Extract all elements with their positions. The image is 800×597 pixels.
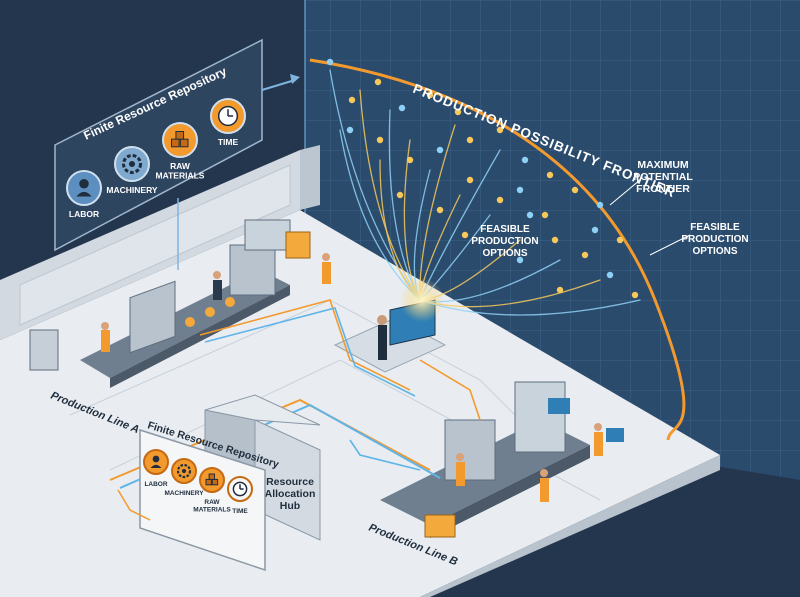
feasible-option-points	[326, 58, 639, 299]
panel-top-item-time: TIME	[210, 98, 246, 147]
panel-hub-item-machinery: MACHINERY	[164, 458, 204, 497]
panel-top-item-label: MACHINERY	[106, 185, 157, 195]
boxes-icon	[205, 473, 219, 486]
feasible-option-point	[616, 236, 624, 244]
feasible-option-point	[556, 286, 564, 294]
production-line-a	[29, 219, 331, 388]
feasible-option-point	[631, 291, 639, 299]
panel-top-item-machinery: MACHINERY	[106, 146, 158, 195]
feasible-option-point	[454, 108, 462, 116]
frontier-curve	[309, 58, 686, 441]
panel-hub-item-label: MACHINERY	[164, 490, 204, 497]
panel-hub-item-label: LABOR	[144, 481, 167, 488]
feasible-option-point	[516, 186, 524, 194]
feasible-option-point	[551, 236, 559, 244]
gear-icon	[121, 153, 143, 175]
panel-hub-item-labor: LABOR	[143, 449, 169, 488]
clock-icon	[232, 481, 248, 497]
allocation-beam	[359, 89, 421, 301]
worker-icon	[76, 178, 92, 197]
panel-hub-item-label: TIME	[232, 508, 248, 515]
frontier-chart	[309, 58, 686, 441]
feasible-option-point	[406, 156, 414, 164]
feasible-option-point	[526, 211, 534, 219]
gear-icon	[176, 463, 192, 479]
feasible-option-point	[396, 191, 404, 199]
feasible-option-point	[596, 201, 604, 209]
feasible-option-point	[581, 251, 589, 259]
feasible-option-point	[461, 231, 469, 239]
origin-glow	[400, 278, 444, 322]
allocation-beam	[329, 69, 421, 301]
boxes-icon	[171, 131, 189, 148]
clock-icon	[217, 105, 239, 127]
panel-top-item-label: LABOR	[69, 209, 99, 219]
panel-top-item-label: TIME	[218, 137, 239, 147]
feasible-option-point	[436, 206, 444, 214]
feasible-option-point	[466, 176, 474, 184]
feasible-option-point	[591, 226, 599, 234]
feasible-option-point	[571, 186, 579, 194]
worker-icon	[150, 455, 162, 468]
feasible-option-point	[398, 104, 406, 112]
allocation-beam	[419, 299, 641, 316]
feasible-option-point	[521, 156, 529, 164]
feasible-option-point	[496, 196, 504, 204]
feasible-option-point	[496, 126, 504, 134]
feasible-option-point	[466, 136, 474, 144]
feasible-option-point	[326, 58, 334, 66]
feasible-option-point	[348, 96, 356, 104]
feasible-option-point	[374, 78, 382, 86]
feasible-option-point	[376, 136, 384, 144]
panel-top-item-labor: LABOR	[66, 170, 102, 219]
feasible-option-point	[606, 271, 614, 279]
production-line-b	[380, 381, 624, 538]
panel-hub-item-time: TIME	[227, 476, 253, 515]
feasible-option-point	[541, 211, 549, 219]
feasible-option-point	[426, 91, 434, 99]
feasible-option-point	[436, 146, 444, 154]
feasible-option-point	[346, 126, 354, 134]
feasible-option-point	[546, 171, 554, 179]
feasible-option-point	[516, 256, 524, 264]
